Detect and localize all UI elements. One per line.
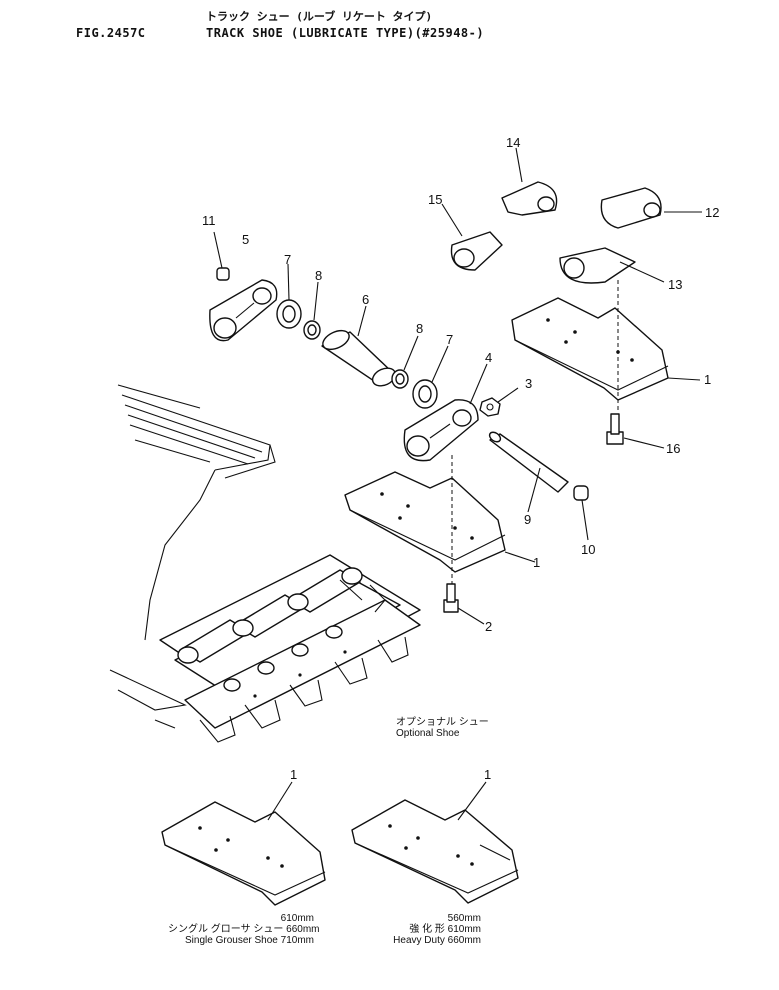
part-7-seal-right (412, 345, 449, 409)
callout-15: 15 (428, 192, 442, 207)
optional-shoe-single-grouser (161, 781, 326, 906)
heavy-duty-caption: 560mm 強 化 形 610mm Heavy Duty 660mm (370, 913, 481, 946)
callout-1-single-grouser: 1 (290, 767, 297, 782)
part-5-link-left (209, 279, 278, 342)
callout-11: 11 (202, 213, 216, 228)
optional-shoe-heavy-duty (351, 781, 519, 904)
optional-shoe-caption: オプショナル シュー Optional Shoe (396, 717, 489, 739)
part-7-seal-left (276, 263, 302, 329)
single-grouser-width-1: 610mm (280, 913, 314, 924)
callout-14: 14 (506, 135, 520, 150)
track-assembly-drawing (109, 384, 421, 743)
title-english: TRACK SHOE (LUBRICATE TYPE)(#25948-) (206, 26, 485, 40)
part-2-bolt (443, 455, 485, 625)
callout-4: 4 (485, 350, 492, 365)
callout-1-middle: 1 (533, 555, 540, 570)
callout-7-left: 7 (284, 252, 291, 267)
heavy-duty-row-jp: 強 化 形 610mm (370, 924, 481, 935)
optional-title-en: Optional Shoe (396, 728, 460, 739)
title-japanese: トラック シュー (ルーブ リケート タイプ) (206, 10, 433, 23)
single-grouser-caption: 610mm シングル グローサ シュー 660mm Single Grouser… (168, 913, 320, 946)
optional-title-jp: オプショナル シュー (396, 717, 489, 728)
heavy-duty-width-1: 560mm (447, 913, 481, 924)
callout-2: 2 (485, 619, 492, 634)
single-grouser-row-jp: シングル グローサ シュー 660mm (168, 924, 320, 935)
callout-1-right: 1 (704, 372, 711, 387)
callout-7-right: 7 (446, 332, 453, 347)
callout-16: 16 (666, 441, 680, 456)
callout-numbers: 1 1 2 3 4 5 6 7 7 8 8 9 10 11 12 13 14 1… (202, 135, 719, 782)
part-1-shoe-middle (344, 471, 536, 573)
part-12-link (600, 187, 702, 229)
callout-10: 10 (581, 542, 595, 557)
part-16-bolt (606, 413, 665, 449)
part-10-collar (573, 485, 589, 541)
callout-9: 9 (524, 512, 531, 527)
callout-8-left: 8 (315, 268, 322, 283)
single-grouser-name-en: Single Grouser Shoe (185, 935, 278, 946)
callout-3: 3 (525, 376, 532, 391)
heavy-duty-row-en: Heavy Duty 660mm (370, 935, 481, 946)
part-9-pin (488, 431, 569, 513)
single-grouser-name-jp: シングル グローサ シュー (168, 924, 284, 935)
part-6-bushing (321, 305, 397, 387)
part-4-link-right (403, 363, 488, 462)
callout-6: 6 (362, 292, 369, 307)
part-14-link (501, 147, 558, 216)
single-grouser-width-3: 710mm (280, 935, 314, 946)
heavy-duty-width-3: 660mm (447, 935, 481, 946)
part-15-link (441, 203, 503, 271)
part-8-spacer-right (391, 335, 419, 389)
callout-8-right: 8 (416, 321, 423, 336)
part-11-plug (213, 231, 230, 281)
callout-13: 13 (668, 277, 682, 292)
part-13-link (559, 247, 665, 284)
single-grouser-width-2: 660mm (286, 924, 320, 935)
heavy-duty-width-2: 610mm (447, 924, 481, 935)
figure-id: FIG.2457C (76, 26, 146, 40)
single-grouser-row-en: Single Grouser Shoe 710mm (168, 935, 314, 946)
callout-12: 12 (705, 205, 719, 220)
part-3-nut (479, 387, 519, 417)
part-8-spacer-left (303, 281, 321, 340)
heavy-duty-name-jp: 強 化 形 (409, 924, 445, 935)
callout-1-heavy-duty: 1 (484, 767, 491, 782)
callout-5: 5 (242, 232, 249, 247)
heavy-duty-name-en: Heavy Duty (393, 935, 445, 946)
part-1-shoe-right (511, 280, 701, 410)
